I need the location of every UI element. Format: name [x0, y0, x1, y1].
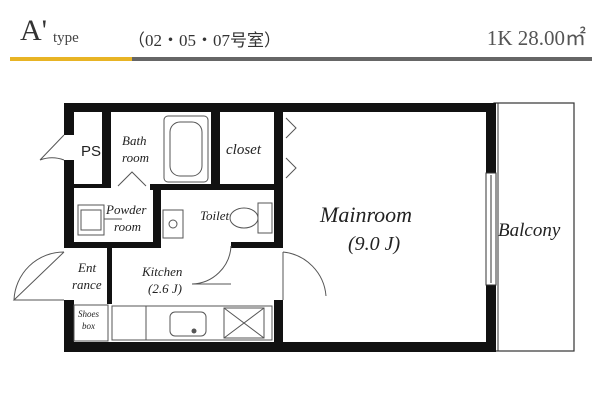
shoes-box	[73, 304, 109, 342]
layout-spec: 1K 28.00㎡	[486, 26, 586, 50]
wall-main-left	[274, 112, 283, 248]
plan-header: A' type （02・05・07号室） 1K 28.00㎡	[0, 0, 600, 61]
wall-ps-bottom	[74, 184, 111, 188]
label-mainroom-size: (9.0 J)	[348, 233, 401, 255]
kitchen-counter	[111, 305, 273, 341]
left-wall-mid	[64, 160, 74, 248]
label-bath-1: Bath	[122, 133, 147, 148]
wall-toilet-bottom	[231, 242, 283, 248]
wall-bath-closet	[211, 112, 220, 184]
outer-walls	[64, 103, 496, 352]
room-numbers: （02・05・07号室）	[128, 31, 281, 50]
type-word: type	[53, 30, 79, 46]
wall-ps-bath	[102, 112, 111, 184]
washbasin	[77, 204, 122, 236]
entrance-door	[12, 251, 65, 301]
wall-entrance	[107, 248, 112, 304]
toilet-sink	[162, 209, 184, 239]
top-wall	[64, 103, 496, 112]
balcony-outline	[493, 102, 575, 352]
wall-kitchen-main	[274, 300, 283, 342]
toilet-bowl	[229, 202, 273, 234]
bottom-wall	[64, 342, 496, 352]
right-wall-bottom	[486, 285, 496, 352]
wall-powder-bottom	[74, 242, 161, 248]
label-kitchen-1: Kitchen	[141, 264, 182, 279]
label-ps: PS	[81, 143, 101, 160]
right-wall-top	[486, 103, 496, 173]
label-bath-2: room	[122, 150, 149, 165]
wall-powder-toilet	[153, 190, 161, 246]
label-balcony: Balcony	[498, 220, 561, 241]
label-entrance-2: rance	[72, 277, 102, 292]
label-kitchen-2: (2.6 J)	[148, 281, 182, 296]
toilet-door	[191, 245, 232, 285]
bathtub	[163, 115, 209, 183]
main-door	[282, 251, 327, 300]
bath-door	[117, 171, 147, 187]
closet-door	[285, 117, 297, 179]
label-closet: closet	[226, 142, 262, 158]
type-letter: A'	[20, 14, 48, 47]
left-wall-top	[64, 103, 74, 135]
left-wall-bottom	[64, 300, 74, 352]
ps-door	[39, 134, 65, 161]
label-powder-1: Powder	[105, 202, 147, 217]
label-powder-2: room	[114, 219, 141, 234]
label-toilet: Toilet	[200, 208, 230, 223]
header-rule	[132, 57, 592, 61]
label-entrance-1: Ent	[77, 260, 96, 275]
balcony-sliding-door	[485, 172, 497, 286]
label-shoes-1: Shoes	[78, 309, 99, 319]
wall-bath-bottom	[150, 184, 282, 190]
label-shoes-2: box	[82, 321, 95, 331]
interior-walls	[74, 112, 283, 342]
header-accent-rule	[10, 57, 132, 61]
label-mainroom: Mainroom	[319, 202, 412, 227]
